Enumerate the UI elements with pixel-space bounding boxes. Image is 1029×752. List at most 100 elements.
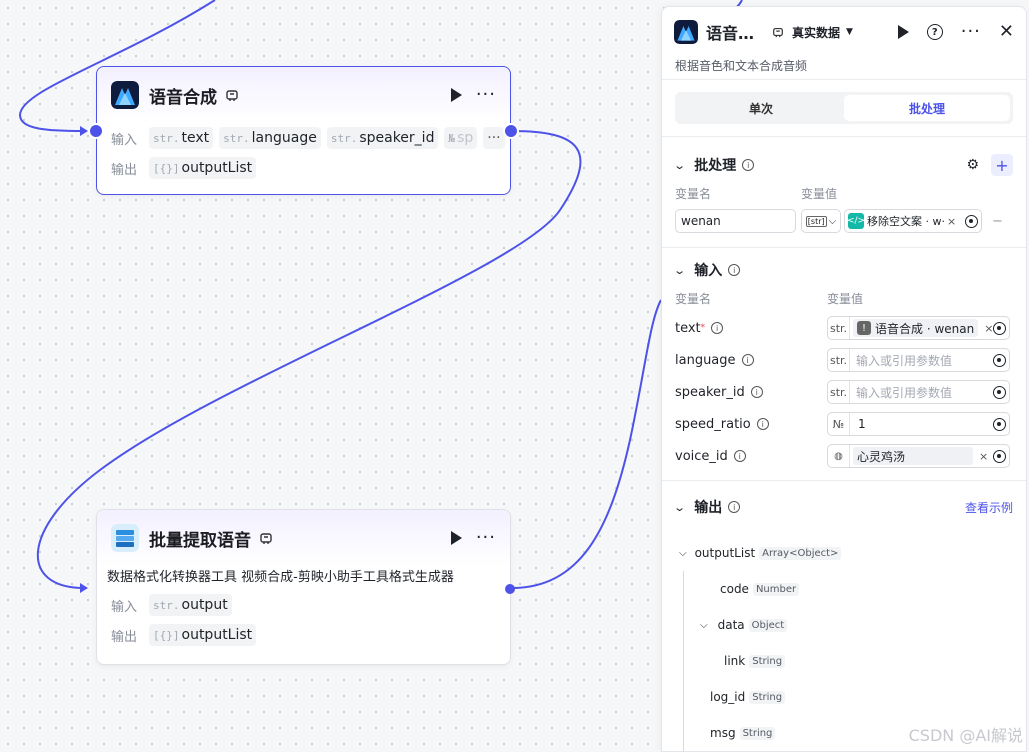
- output-section-header[interactable]: ⌄ 输出 i 查看示例: [662, 487, 1026, 527]
- output-chip-outputlist: [{}]outputList: [149, 157, 257, 179]
- type-prefix: str.: [828, 381, 850, 403]
- info-icon[interactable]: i: [733, 450, 746, 462]
- data-mode-label: 真实数据: [792, 25, 841, 40]
- batch-section-title: 批处理: [694, 158, 737, 174]
- input-port[interactable]: [88, 123, 104, 139]
- array-type-icon: [str]: [805, 215, 827, 227]
- data-mode-dropdown[interactable]: 真实数据 ▼: [772, 24, 853, 41]
- reference-picker-icon[interactable]: [993, 321, 1007, 335]
- info-icon[interactable]: i: [711, 322, 724, 334]
- chevron-down-icon[interactable]: ⌄: [673, 263, 687, 277]
- more-icon[interactable]: ···: [475, 527, 496, 548]
- node-batch-extract[interactable]: 批量提取语音 ··· 数据格式化转换器工具 视频合成-剪映小助手工具格式生成器 …: [96, 509, 515, 665]
- voice-waveform-icon: ◍: [828, 445, 850, 467]
- chevron-down-icon[interactable]: ⌵: [700, 619, 708, 631]
- reference-picker-icon[interactable]: [993, 385, 1006, 399]
- output-section-title: 输出: [694, 500, 723, 516]
- batch-type-select[interactable]: [str] ⌵: [801, 209, 841, 233]
- batch-var-name-input[interactable]: wenan: [675, 209, 796, 233]
- node-batch-outputs: 输出 [{}]outputList: [97, 620, 510, 650]
- language-value-field[interactable]: str. 输入或引用参数值: [827, 348, 1010, 372]
- reference-picker-icon[interactable]: [965, 214, 978, 228]
- panel-title: 语音…: [706, 24, 755, 43]
- node-config-panel: 语音… 真实数据 ▼ ? ··· ✕ 根据音色和文本合成音频 单次 批处理 ⌄ …: [661, 6, 1027, 752]
- view-example-link[interactable]: 查看示例: [964, 500, 1013, 515]
- gear-icon[interactable]: ⚙: [966, 157, 979, 173]
- info-icon[interactable]: i: [742, 159, 755, 171]
- chevron-down-icon[interactable]: ⌄: [673, 500, 687, 514]
- watermark: CSDN @AI解说: [908, 726, 1023, 745]
- type-prefix: №: [828, 413, 850, 435]
- input-section-header[interactable]: ⌄ 输入 i: [662, 250, 1026, 290]
- more-icon[interactable]: ···: [960, 21, 981, 42]
- remove-var-button[interactable]: −: [992, 213, 1003, 229]
- close-icon[interactable]: ✕: [998, 21, 1014, 42]
- input-chip-speaker-id: str.speaker_id: [326, 127, 439, 149]
- speed-ratio-value-field[interactable]: № 1: [827, 412, 1010, 436]
- input-chip-output: str.output: [149, 594, 232, 616]
- info-icon[interactable]: i: [728, 264, 741, 276]
- run-icon[interactable]: [450, 531, 462, 545]
- edge-incoming-tts: [18, 0, 216, 132]
- reference-picker-icon[interactable]: [993, 417, 1006, 431]
- batch-var-row: wenan [str] ⌵ </> 移除空文案 · w· × −: [662, 203, 1026, 239]
- input-row-text: text*i str. !语音合成 · wenan ×: [662, 312, 1026, 344]
- run-icon[interactable]: [450, 88, 462, 102]
- ref-chip: 心灵鸡汤: [853, 447, 973, 465]
- help-icon[interactable]: ?: [926, 24, 943, 40]
- batch-section-header[interactable]: ⌄ 批处理 i ⚙ +: [662, 145, 1026, 185]
- more-inputs-button[interactable]: ···: [483, 127, 505, 149]
- tab-batch[interactable]: 批处理: [844, 95, 1010, 121]
- clear-ref-icon[interactable]: ×: [984, 321, 994, 335]
- info-icon[interactable]: i: [728, 501, 741, 513]
- voice-id-value-field[interactable]: ◍ 心灵鸡汤 ×: [827, 444, 1010, 468]
- input-section-title: 输入: [694, 263, 723, 279]
- run-icon[interactable]: [897, 25, 909, 39]
- tts-logo-icon: [674, 20, 698, 44]
- node-tts[interactable]: 语音合成 ··· 输入 str.text str.language str.sp…: [88, 66, 519, 195]
- text-value-field[interactable]: str. !语音合成 · wenan ×: [827, 316, 1010, 340]
- type-prefix: str.: [828, 349, 850, 371]
- output-port[interactable]: [505, 584, 515, 594]
- info-icon[interactable]: i: [756, 418, 769, 430]
- panel-header: 语音… 真实数据 ▼ ? ··· ✕: [662, 7, 1026, 57]
- node-batch-inputs: 输入 str.output: [97, 590, 510, 620]
- chevron-down-icon[interactable]: ⌵: [679, 547, 687, 559]
- clear-ref-icon[interactable]: ×: [946, 214, 957, 228]
- output-label: 输出: [111, 629, 138, 645]
- tab-single[interactable]: 单次: [748, 101, 773, 116]
- chevron-down-icon[interactable]: ⌄: [673, 158, 687, 172]
- reference-picker-icon[interactable]: [993, 353, 1006, 367]
- node-tts-outputs: 输出 [{}]outputList: [97, 153, 510, 183]
- edge-arrow-batch: [80, 583, 88, 593]
- batch-var-value-field[interactable]: </> 移除空文案 · w· ×: [844, 209, 982, 233]
- output-port[interactable]: [503, 123, 519, 139]
- type-prefix: str.: [828, 317, 850, 339]
- reference-picker-icon[interactable]: [993, 449, 1006, 463]
- col-value-header: 变量值: [801, 187, 838, 201]
- info-icon[interactable]: i: [750, 386, 763, 398]
- batch-logo-icon: [111, 524, 139, 552]
- info-icon[interactable]: i: [741, 354, 754, 366]
- add-button[interactable]: +: [991, 154, 1013, 176]
- batch-column-headers: 变量名 变量值: [662, 185, 1026, 203]
- code-icon: </>: [847, 213, 865, 229]
- col-name-header: 变量名: [675, 187, 712, 201]
- edge-arrow-tts: [80, 126, 88, 136]
- speaker-id-value-field[interactable]: str. 输入或引用参数值: [827, 380, 1010, 404]
- clear-ref-icon[interactable]: ×: [979, 449, 989, 463]
- more-icon[interactable]: ···: [475, 84, 496, 105]
- chevron-down-icon: ⌵: [828, 215, 837, 227]
- input-label: 输入: [111, 599, 138, 615]
